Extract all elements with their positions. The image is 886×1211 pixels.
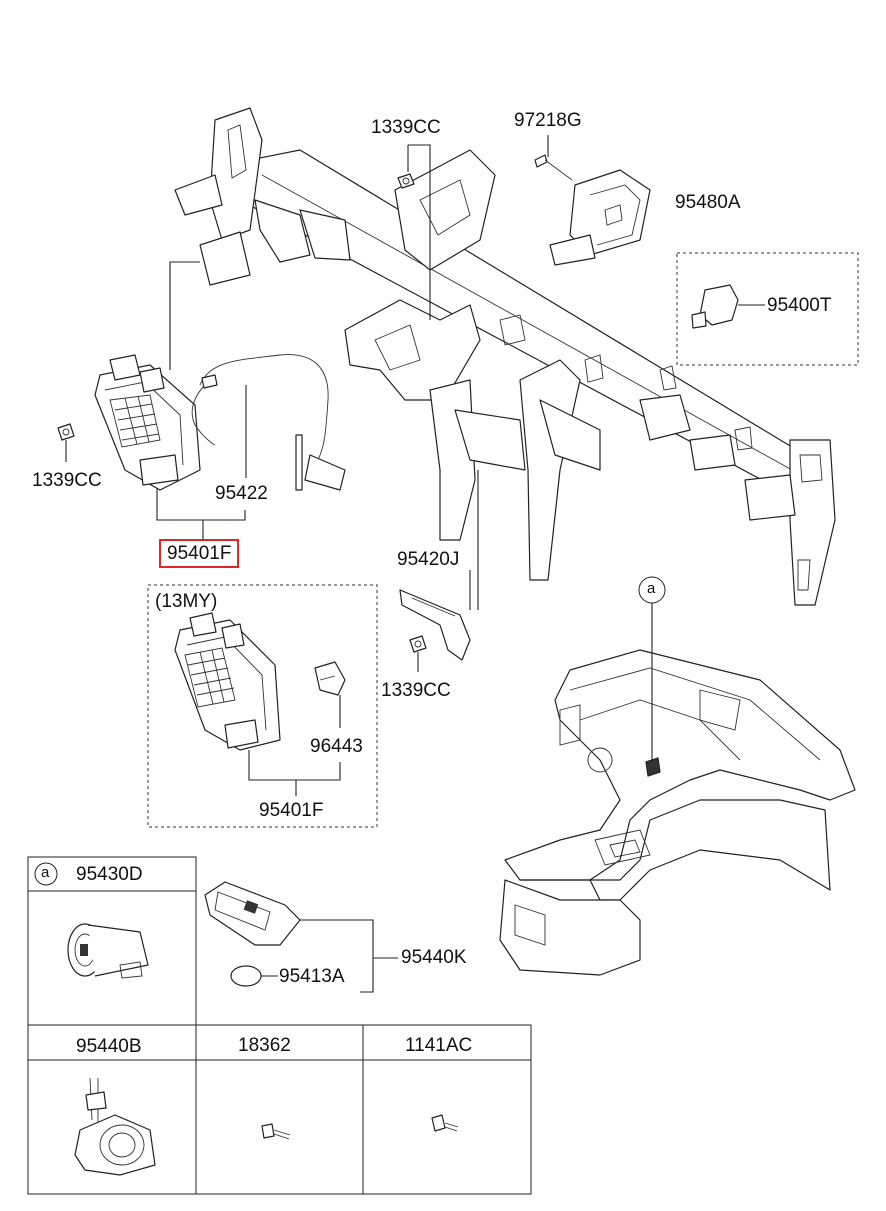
label-97218g: 97218G xyxy=(514,110,582,131)
label-95430d: 95430D xyxy=(76,864,143,885)
label-95401f-13my: 95401F xyxy=(259,800,324,821)
smart-key-fob-drawing xyxy=(204,881,398,993)
leader-95401f xyxy=(156,488,246,521)
label-95413a: 95413A xyxy=(279,966,345,987)
bolt-18362-drawing xyxy=(261,1123,291,1140)
label-legend-a: a xyxy=(41,864,50,881)
label-1339cc-left: 1339CC xyxy=(32,470,102,491)
label-95440b: 95440B xyxy=(76,1036,142,1057)
start-button-drawing xyxy=(74,1077,156,1176)
legend-table xyxy=(27,856,532,1195)
leader-13my xyxy=(248,750,341,781)
sensor-95400t-drawing xyxy=(691,284,765,329)
label-95422: 95422 xyxy=(215,483,268,504)
label-callout-a: a xyxy=(647,580,656,597)
antenna-cable-drawing xyxy=(191,354,346,491)
label-13my: (13MY) xyxy=(155,591,218,612)
label-96443: 96443 xyxy=(310,736,363,757)
label-95420j: 95420J xyxy=(397,549,460,570)
nut-1339cc-left-drawing xyxy=(57,423,75,462)
smart-key-unit-13my-drawing xyxy=(174,612,281,751)
nut-1339cc-top-drawing xyxy=(397,144,431,320)
label-95440k: 95440K xyxy=(401,947,467,968)
label-95480a: 95480A xyxy=(675,192,741,213)
label-95401f-highlighted[interactable]: 95401F xyxy=(159,539,240,568)
label-95400t: 95400T xyxy=(767,295,832,316)
label-1339cc-top: 1339CC xyxy=(371,117,441,138)
ignition-cylinder-drawing xyxy=(67,923,149,979)
smart-key-unit-drawing xyxy=(94,354,201,491)
label-1141ac: 1141AC xyxy=(405,1035,473,1056)
label-18362: 18362 xyxy=(238,1035,291,1056)
dashed-box-13my xyxy=(147,584,378,828)
dashboard-view-drawing xyxy=(499,603,856,976)
screw-97218g-drawing xyxy=(534,135,573,181)
dashed-box-95400t xyxy=(676,252,859,366)
bolt-1141ac-drawing xyxy=(431,1114,459,1132)
sensor-96443-drawing xyxy=(314,661,346,728)
bracket-95420j-drawing xyxy=(399,470,479,661)
label-1339cc-bracket: 1339CC xyxy=(381,680,451,701)
module-95480a-drawing xyxy=(549,169,651,266)
callout-a-circle xyxy=(638,576,666,604)
nut-1339cc-bracket-drawing xyxy=(409,635,427,672)
battery-drawing xyxy=(230,965,278,987)
cowl-cross-bar-drawing xyxy=(174,107,836,606)
leader-unit-to-frame xyxy=(169,261,200,370)
